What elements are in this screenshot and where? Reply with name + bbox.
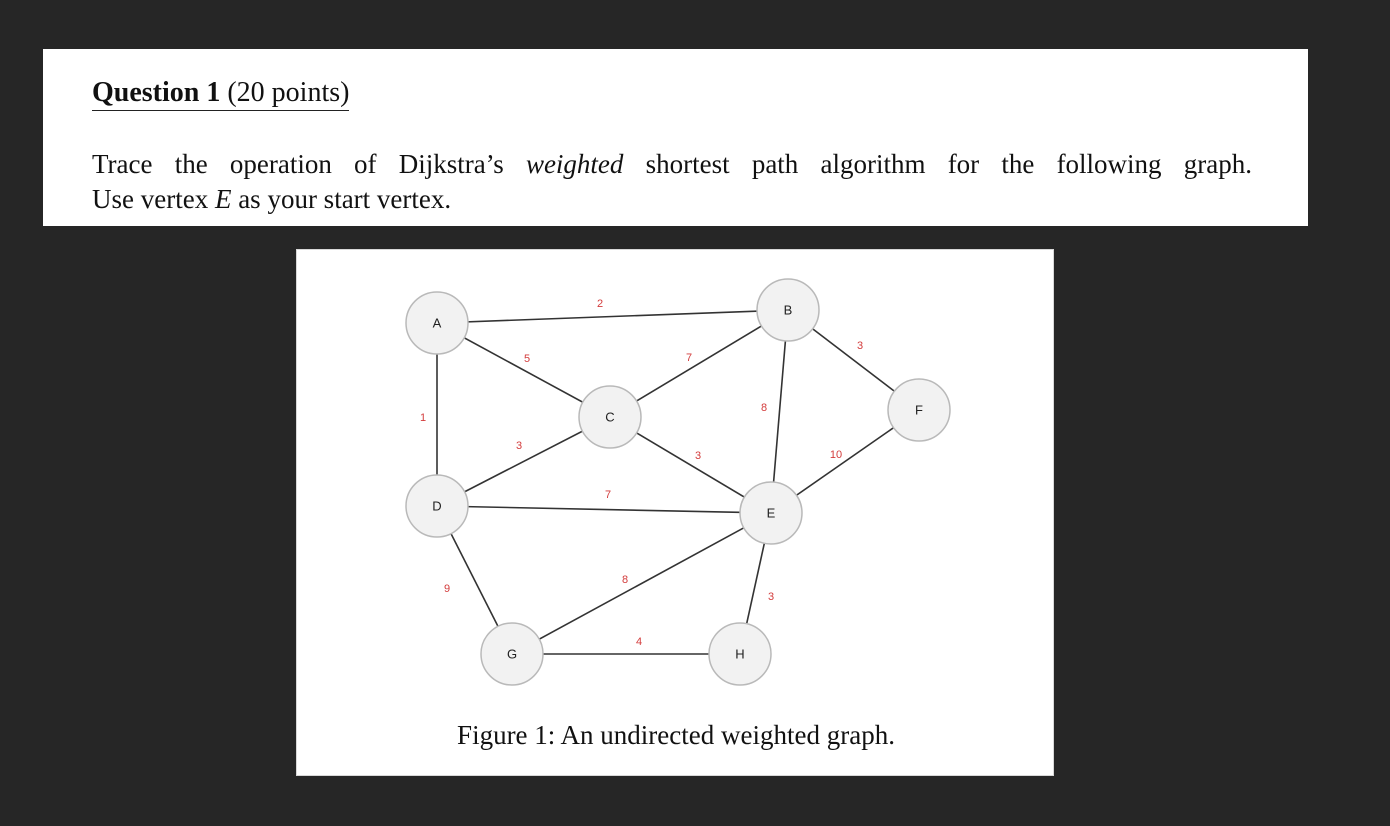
question-title: Question 1 <box>92 77 221 108</box>
vertex-circle <box>887 378 951 442</box>
weight-label-d-g: 9 <box>444 583 450 595</box>
question-heading: Question 1 (20 points) <box>92 76 350 111</box>
edge-c-b <box>609 309 789 418</box>
weight-label-d-e: 7 <box>605 489 611 501</box>
vertex-circle <box>480 622 544 686</box>
vertex-e: E <box>739 481 803 545</box>
question-text-1a: Trace the operation of Dijkstra’s <box>92 149 504 179</box>
vertex-label: B <box>784 303 793 318</box>
question-card: Question 1 (20 points) Trace the operati… <box>43 49 1308 226</box>
weight-label-d-c: 3 <box>516 440 522 452</box>
edge-d-c <box>436 416 611 507</box>
question-line-2: Use vertex E as your start vertex. <box>92 182 1252 217</box>
vertex-label: D <box>432 499 441 514</box>
vertices-layer: A B C D E F G H <box>405 278 951 686</box>
weight-label-a-b: 2 <box>597 298 603 310</box>
weight-label-g-h: 4 <box>636 636 642 648</box>
figure-card: 2 5 1 7 3 3 8 3 10 7 9 8 4 3 A B C D E F G H Figure 1: An un… <box>296 249 1054 776</box>
vertex-label: E <box>767 506 776 521</box>
vertex-label: H <box>735 647 744 662</box>
edge-b-e <box>770 309 789 514</box>
vertex-d: D <box>405 474 469 538</box>
vertex-circle <box>756 278 820 342</box>
question-points: (20 points) <box>227 77 350 108</box>
graph-diagram: 2 5 1 7 3 3 8 3 10 7 9 8 4 3 A B C D E F G H <box>405 278 951 686</box>
weight-label-e-h: 3 <box>768 591 774 603</box>
weight-label-b-f: 3 <box>857 340 863 352</box>
vertex-h: H <box>708 622 772 686</box>
weight-label-g-e: 8 <box>622 574 628 586</box>
vertex-g: G <box>480 622 544 686</box>
weight-label-a-d: 1 <box>420 412 426 424</box>
edge-d-e <box>436 505 772 514</box>
vertex-label: A <box>433 316 442 331</box>
weight-label-a-c: 5 <box>524 353 530 365</box>
question-text: Trace the operation of Dijkstra’s weight… <box>92 147 1252 217</box>
question-text-2b: as your start vertex. <box>238 184 452 214</box>
vertex-b: B <box>756 278 820 342</box>
vertex-circle <box>578 385 642 449</box>
vertex-circle <box>405 291 469 355</box>
vertex-label: F <box>915 403 923 418</box>
weight-label-c-e: 3 <box>695 450 701 462</box>
edge-a-b <box>436 309 789 324</box>
start-vertex-var: E <box>214 184 232 214</box>
vertex-c: C <box>578 385 642 449</box>
weight-label-c-b: 7 <box>686 352 692 364</box>
question-text-2a: Use vertex <box>92 184 209 214</box>
weights-layer: 2 5 1 7 3 3 8 3 10 7 9 8 4 3 <box>420 298 863 648</box>
question-text-1b: shortest path algorithm for the followin… <box>645 149 1252 179</box>
edge-g-e <box>511 512 772 655</box>
vertex-circle <box>708 622 772 686</box>
question-text-emphasis: weighted <box>525 149 624 179</box>
vertex-circle <box>739 481 803 545</box>
vertex-a: A <box>405 291 469 355</box>
weight-label-e-f: 10 <box>830 449 842 461</box>
vertex-label: G <box>507 647 517 662</box>
figure-caption: Figure 1: An undirected weighted graph. <box>457 720 895 750</box>
weight-label-b-e: 8 <box>761 402 767 414</box>
edges-layer <box>436 309 920 655</box>
vertex-label: C <box>605 410 614 425</box>
question-line-1: Trace the operation of Dijkstra’s weight… <box>92 147 1252 182</box>
vertex-f: F <box>887 378 951 442</box>
vertex-circle <box>405 474 469 538</box>
edge-a-c <box>436 322 611 418</box>
